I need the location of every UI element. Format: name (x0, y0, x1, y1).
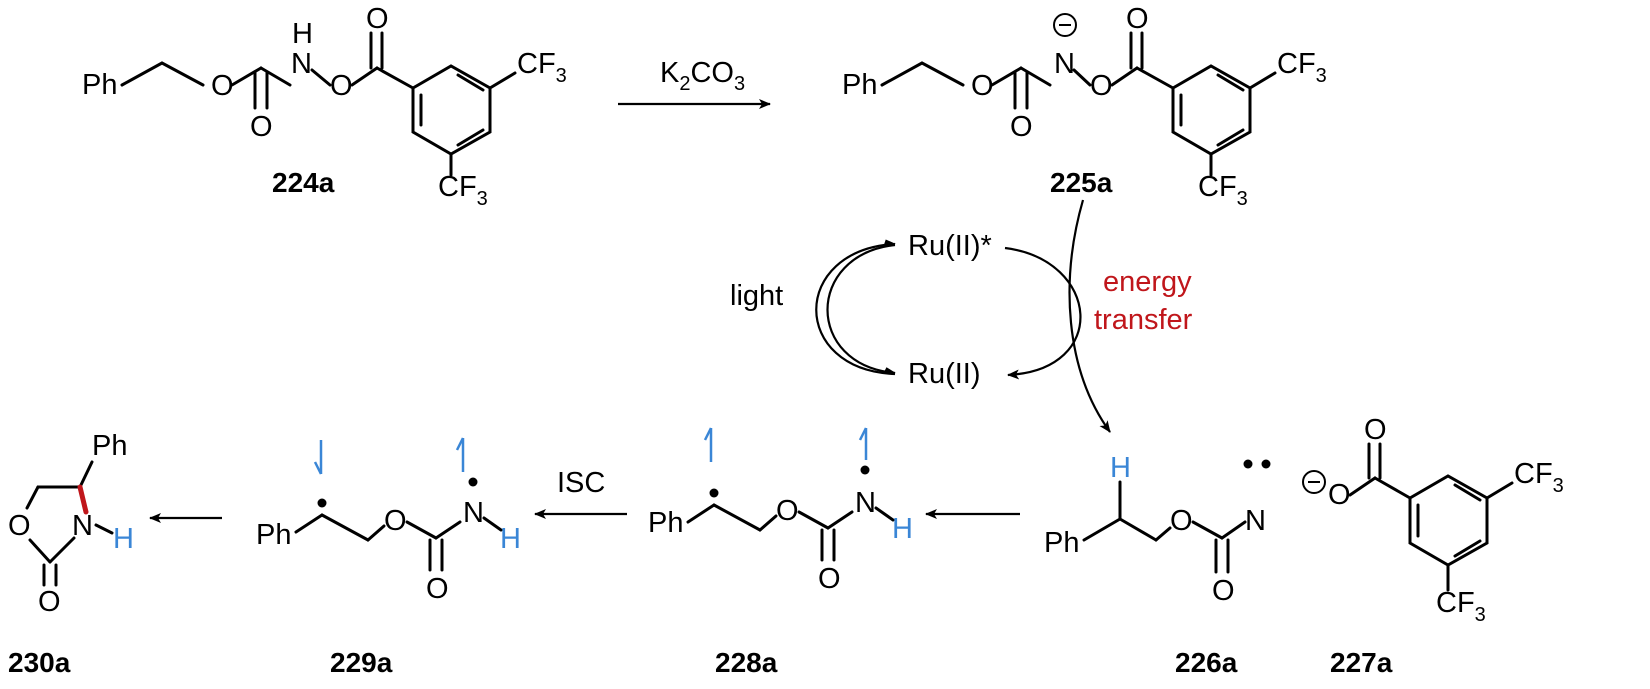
ester-oxygen-label: O (330, 70, 353, 102)
oxygen-label: O (211, 70, 234, 102)
new-cn-bond (77, 484, 89, 515)
carboxylate-oxygen-label: O (1364, 414, 1387, 446)
compound-number-229a: 229a (330, 647, 393, 678)
light-label: light (730, 280, 783, 312)
cf3-label: CF3 (1198, 171, 1248, 210)
carbonyl-oxygen-label: O (38, 586, 61, 618)
carbonyl-oxygen-label: O (818, 563, 841, 595)
compound-number-228a: 228a (715, 647, 778, 678)
ph-label: Ph (82, 69, 117, 101)
hydrogen-label: H (892, 513, 913, 545)
photocatalytic-cycle: Ru(II)* Ru(II) light energy transfer (730, 199, 1193, 433)
radical-dot (317, 498, 327, 508)
ph-label: Ph (842, 69, 877, 101)
compound-number-226a: 226a (1175, 647, 1238, 678)
hydrogen-label: H (113, 523, 134, 555)
radical-dot (709, 488, 719, 498)
oxygen-label: O (776, 495, 799, 527)
oxygen-label: O (384, 505, 407, 537)
ph-label: Ph (256, 519, 291, 551)
carboxylate-oxygen-label: O (1328, 479, 1351, 511)
base-step: K2CO3 (618, 57, 771, 109)
carbonyl-oxygen-label: O (250, 111, 273, 143)
ring-oxygen-label: O (8, 510, 31, 542)
compound-number-224a: 224a (272, 167, 335, 198)
ph-label: Ph (1044, 527, 1079, 559)
compound-226a: Ph H O O N 226a (1044, 452, 1271, 678)
radical-dot (860, 465, 870, 475)
hydrogen-label: H (1110, 452, 1131, 484)
cf3-label: CF3 (438, 171, 488, 210)
nh-hydrogen-label: H (292, 18, 313, 50)
negative-charge-icon (1302, 470, 1326, 494)
carbonyl-oxygen-label: O (426, 573, 449, 605)
radical-dot (468, 477, 478, 487)
carbonyl-oxygen-label: O (1212, 575, 1235, 607)
cf3-label: CF3 (1436, 587, 1486, 626)
nitrene-label: N (1245, 505, 1266, 537)
nitrogen-radical-label: N (463, 497, 484, 529)
nitrogen-radical-label: N (855, 487, 876, 519)
compound-number-230a: 230a (8, 647, 71, 678)
oxygen-label: O (1170, 505, 1193, 537)
ph-label: Ph (92, 430, 127, 462)
cf3-label: CF3 (517, 48, 567, 87)
isc-label: ISC (557, 467, 605, 499)
nitrogen-label: N (291, 48, 312, 80)
ester-carbonyl-oxygen-label: O (366, 3, 389, 35)
lone-pair-dot (1261, 459, 1271, 469)
compound-230a: Ph O O N H 230a (8, 430, 134, 678)
cf3-label: CF3 (1277, 48, 1327, 87)
lone-pair-dot (1243, 459, 1253, 469)
negative-charge-icon (1053, 13, 1077, 37)
compound-229a: Ph O O N H 229a (256, 437, 521, 678)
compound-227a: O O CF3 CF3 227a (1302, 414, 1564, 678)
ester-oxygen-label: O (1090, 70, 1113, 102)
cf3-label: CF3 (1514, 458, 1564, 497)
ph-label: Ph (648, 507, 683, 539)
carbonyl-oxygen-label: O (1010, 111, 1033, 143)
ru-ground-label: Ru(II) (908, 358, 981, 390)
ester-carbonyl-oxygen-label: O (1126, 3, 1149, 35)
compound-number-227a: 227a (1330, 647, 1393, 678)
isc-step: ISC (534, 467, 627, 519)
reagent-k2co3: K2CO3 (660, 57, 745, 95)
compound-224a: Ph O O N H O O CF3 CF3 224a (82, 3, 567, 210)
compound-228a: Ph O O N H 228a (648, 427, 913, 678)
transfer-label: transfer (1094, 304, 1193, 336)
compound-number-225a: 225a (1050, 167, 1113, 198)
compound-225a: Ph O O N O O CF3 CF3 225a (842, 3, 1327, 210)
energy-label: energy (1103, 266, 1192, 298)
hydrogen-label: H (500, 523, 521, 555)
ring-nitrogen-label: N (72, 510, 93, 542)
oxygen-label: O (971, 70, 994, 102)
nitrogen-anion-label: N (1054, 48, 1075, 80)
ru-excited-label: Ru(II)* (908, 230, 992, 262)
